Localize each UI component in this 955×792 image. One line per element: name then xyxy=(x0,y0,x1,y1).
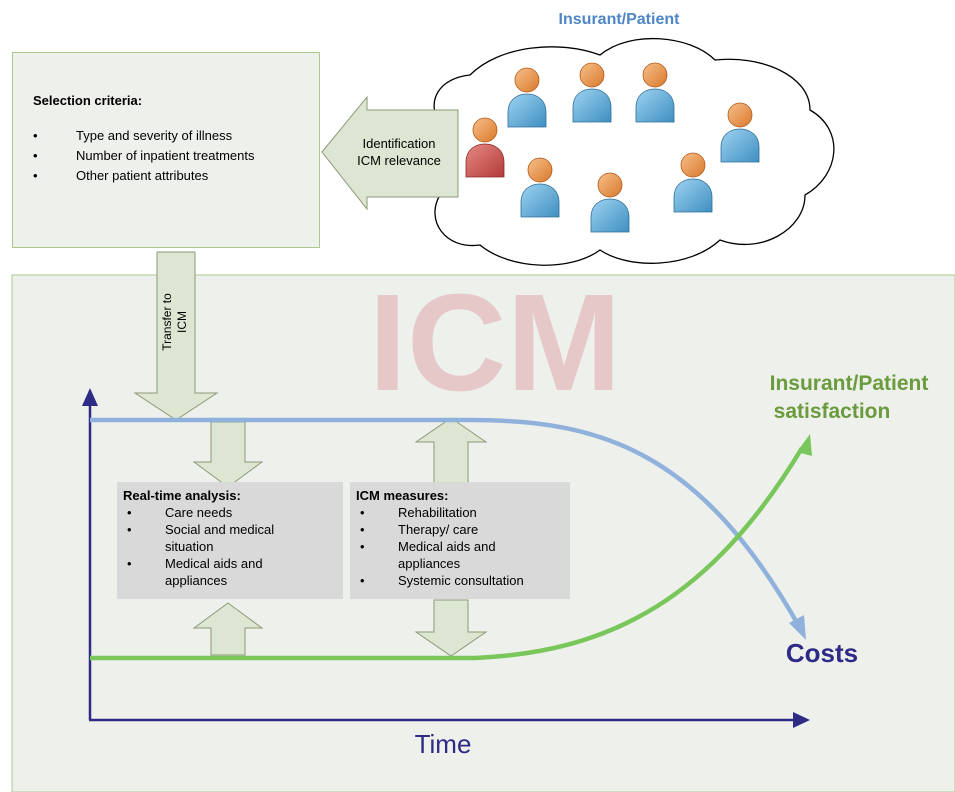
selection-criteria-item: Type and severity of illness xyxy=(33,126,309,146)
identification-label-2: ICM relevance xyxy=(357,153,441,168)
costs-curve-arrowhead xyxy=(789,615,806,640)
realtime-down-arrow xyxy=(192,421,264,488)
time-label: Time xyxy=(415,729,472,759)
selection-criteria-box: Selection criteria: Type and severity of… xyxy=(12,52,320,248)
patient-icon xyxy=(635,62,675,123)
selection-criteria-title: Selection criteria: xyxy=(33,93,143,108)
identification-arrow xyxy=(321,95,459,211)
satisfaction-label-2: satisfaction xyxy=(774,400,891,423)
icm-watermark: ICM xyxy=(369,266,622,420)
cloud-title: Insurant/Patient xyxy=(559,11,681,28)
realtime-analysis-box: Real-time analysis: Care needs Social an… xyxy=(117,482,343,599)
patient-icon xyxy=(572,62,612,123)
identification-label-1: Identification xyxy=(363,136,436,151)
selection-criteria-list: Type and severity of illness Number of i… xyxy=(33,126,309,186)
icm-measures-list: Rehabilitation Therapy/ care Medical aid… xyxy=(356,504,564,589)
patient-icon xyxy=(507,67,547,128)
satisfaction-curve-arrowhead xyxy=(797,434,812,456)
realtime-analysis-item: Social and medical situation xyxy=(123,521,337,555)
costs-curve xyxy=(90,417,802,630)
transfer-arrow xyxy=(133,251,219,421)
icm-measures-box: ICM measures: Rehabilitation Therapy/ ca… xyxy=(350,482,570,599)
selection-criteria-item: Number of inpatient treatments xyxy=(33,146,309,166)
transfer-label-2: ICM xyxy=(175,311,189,333)
transfer-label-1: Transfer to xyxy=(160,293,174,351)
patient-icon xyxy=(673,152,713,213)
realtime-up-arrow xyxy=(192,602,264,656)
patient-icon xyxy=(590,172,630,233)
icm-measures-item: Rehabilitation xyxy=(356,504,564,521)
icm-measures-item: Therapy/ care xyxy=(356,521,564,538)
realtime-analysis-item: Care needs xyxy=(123,504,337,521)
satisfaction-curve xyxy=(90,446,804,661)
measures-down-arrow xyxy=(414,599,488,657)
realtime-analysis-title: Real-time analysis: xyxy=(123,488,241,503)
patient-icon xyxy=(520,157,560,218)
patient-icon-highlighted xyxy=(465,117,505,178)
icm-measures-title: ICM measures: xyxy=(356,488,449,503)
patient-icon xyxy=(720,102,760,163)
icm-measures-item: Medical aids and appliances xyxy=(356,538,564,572)
x-axis-arrowhead xyxy=(793,712,810,728)
icm-measures-item: Systemic consultation xyxy=(356,572,564,589)
realtime-analysis-item: Medical aids and appliances xyxy=(123,555,337,589)
satisfaction-label-1: Insurant/Patient xyxy=(770,372,929,395)
costs-label: Costs xyxy=(786,638,858,668)
y-axis-arrowhead xyxy=(82,388,98,406)
patients-group xyxy=(465,62,760,233)
realtime-analysis-list: Care needs Social and medical situation … xyxy=(123,504,337,589)
selection-criteria-item: Other patient attributes xyxy=(33,166,309,186)
